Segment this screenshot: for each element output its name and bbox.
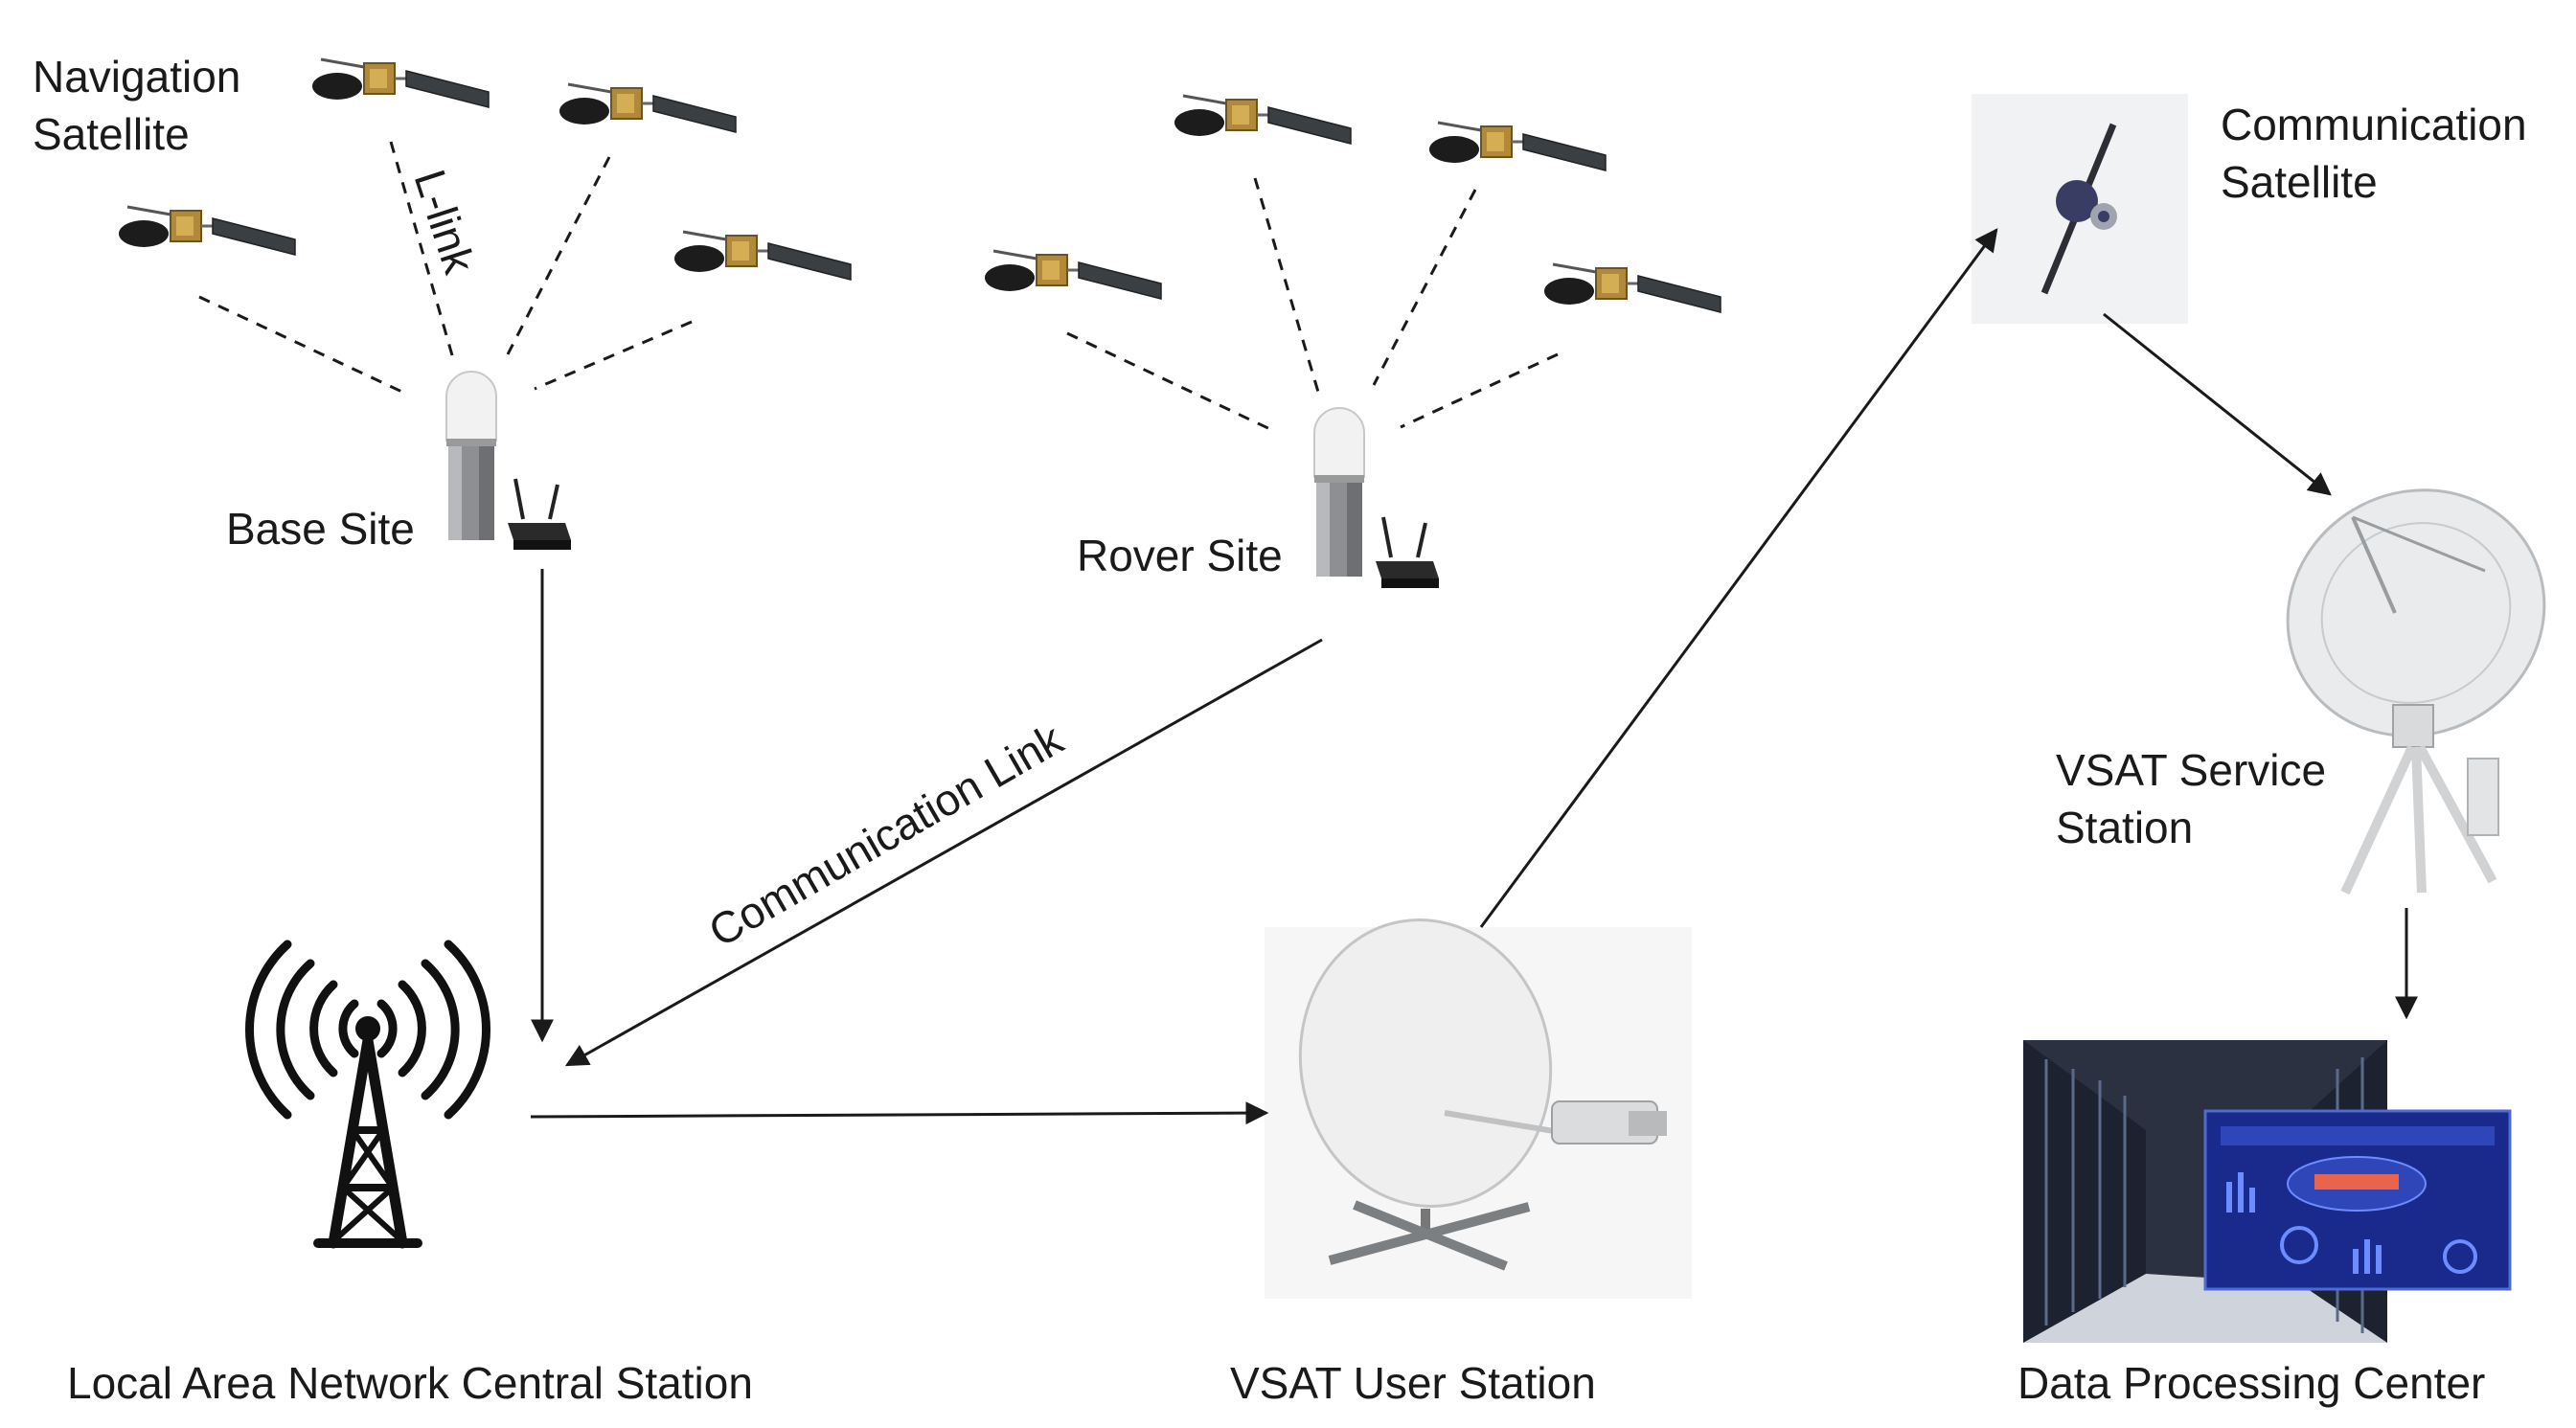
navigation-satellite-icon: [1173, 94, 1353, 146]
vsat-service-station-label: VSAT Service Station: [2056, 745, 2338, 852]
navigation-satellite-icon: [672, 230, 853, 282]
communication-satellite-label: Communication Satellite: [2221, 100, 2539, 207]
communication-link-label: Communication Link: [700, 714, 1072, 957]
l-link-lines-rover: [1066, 177, 1559, 433]
router-icon: [1374, 515, 1441, 590]
navigation-satellite-icon: [117, 205, 297, 257]
navigation-satellite-icon: [983, 249, 1163, 301]
data-processing-center-label: Data Processing Center: [2017, 1358, 2485, 1408]
gnss-receiver-icon: [445, 371, 497, 541]
navigation-satellite-label: Navigation Satellite: [33, 52, 253, 159]
l-link-lines-base: [198, 141, 693, 397]
base-site-label: Base Site: [226, 504, 415, 554]
navigation-satellite-icon: [1427, 121, 1607, 172]
link-arrows: [530, 228, 2418, 1125]
navigation-satellite-icon: [558, 82, 738, 134]
gnss-receiver-icon: [1313, 407, 1365, 578]
antenna-dish-icon: [2286, 488, 2546, 895]
navigation-satellite-icon: [1542, 262, 1722, 314]
l-link-label: L-link: [404, 164, 485, 281]
vsat-dish-icon: [1265, 918, 1692, 1299]
router-icon: [506, 477, 573, 552]
communication-satellite-icon: [1972, 94, 2188, 324]
navigation-satellite-icon: [310, 57, 490, 109]
radio-tower-icon: [244, 940, 491, 1249]
vsat-user-station-label: VSAT User Station: [1230, 1358, 1596, 1408]
server-room-icon: [2023, 1040, 2512, 1343]
rover-site-label: Rover Site: [1077, 531, 1283, 580]
lan-central-station-label: Local Area Network Central Station: [67, 1358, 753, 1408]
